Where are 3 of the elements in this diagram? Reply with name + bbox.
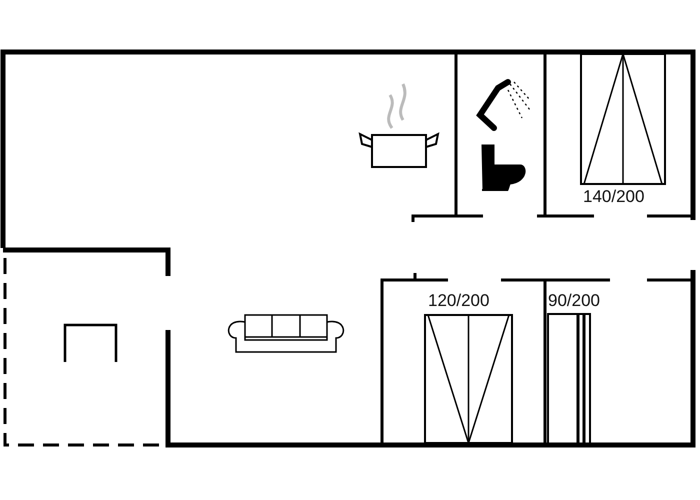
bed-size-label: 120/200 bbox=[428, 292, 490, 310]
bed-size-label: 140/200 bbox=[583, 188, 644, 206]
bed-size-label: 90/200 bbox=[548, 292, 600, 310]
